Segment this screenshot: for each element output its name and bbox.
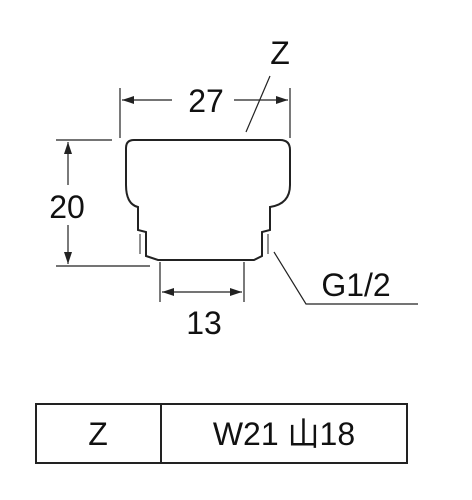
height-arrow-top (64, 142, 72, 154)
height-label: 20 (49, 189, 85, 225)
thread-length-label: 13 (186, 305, 222, 341)
width-label: 27 (188, 83, 224, 119)
variant-leader (245, 75, 271, 133)
height-arrow-bottom (64, 252, 72, 264)
thread-leader (273, 251, 418, 305)
height-label-bg (36, 185, 98, 225)
spec-table-value: W21 山18 (213, 416, 355, 452)
thread-arrow-left (162, 288, 174, 296)
variant-label: Z (270, 35, 290, 71)
spec-table (35, 403, 408, 464)
thread-arrow-right (230, 288, 242, 296)
part-outline (125, 139, 291, 261)
width-label-bg (172, 78, 234, 118)
thread-spec-label: G1/2 (321, 267, 390, 303)
width-arrow-right (276, 96, 288, 104)
width-arrow-left (122, 96, 134, 104)
spec-table-key: Z (88, 416, 108, 452)
